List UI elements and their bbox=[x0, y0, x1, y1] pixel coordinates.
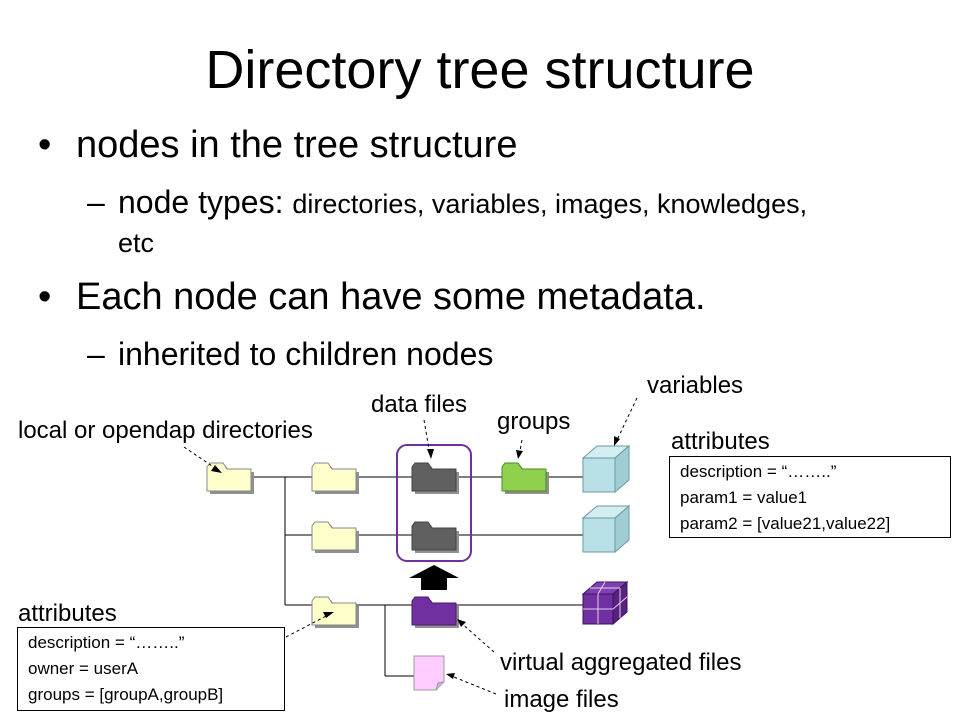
folder-icon bbox=[311, 521, 359, 553]
folder-icon bbox=[311, 462, 359, 494]
attribute-box-variable: description = “……..” param1 = value1 par… bbox=[669, 456, 951, 538]
label-attributes-left: attributes bbox=[18, 600, 117, 627]
label-groups: groups bbox=[497, 408, 571, 435]
attribute-line: description = “……..” bbox=[680, 462, 837, 481]
label-virtual-files: virtual aggregated files bbox=[500, 649, 742, 676]
bullet-dot: • bbox=[38, 124, 52, 166]
attribute-line: param2 = [value21,value22] bbox=[680, 514, 891, 533]
cube-icon bbox=[581, 580, 629, 626]
node-types-prefix: node types: bbox=[118, 184, 293, 220]
attribute-line: groups = [groupA,groupB] bbox=[28, 685, 224, 704]
inherited-text: inherited to children nodes bbox=[118, 336, 494, 372]
attribute-line: param1 = value1 bbox=[680, 488, 808, 507]
bullet-2-text: Each node can have some metadata. bbox=[76, 276, 706, 318]
up-arrow-icon bbox=[409, 565, 459, 590]
folder-icon bbox=[411, 462, 459, 494]
bullet-1-text: nodes in the tree structure bbox=[76, 124, 518, 166]
folder-icon bbox=[411, 521, 459, 553]
node-types-list: directories, variables, images, knowledg… bbox=[292, 189, 808, 219]
label-attributes-right: attributes bbox=[671, 428, 770, 455]
pointer-arrowheads bbox=[211, 436, 620, 679]
label-image-files: image files bbox=[504, 686, 619, 713]
cube-icon bbox=[581, 504, 631, 554]
folder-icon bbox=[311, 596, 359, 628]
cube-icon bbox=[581, 444, 631, 494]
label-variables: variables bbox=[647, 372, 744, 399]
node-types-continued: etc bbox=[118, 228, 155, 258]
folder-icon bbox=[501, 462, 549, 494]
attribute-line: description = “……..” bbox=[28, 633, 185, 652]
label-local-directories: local or opendap directories bbox=[18, 417, 313, 444]
attribute-box-directory: description = “……..” owner = userA group… bbox=[17, 627, 285, 711]
sub-dash: – bbox=[87, 184, 105, 220]
bullet-dot: • bbox=[38, 276, 52, 318]
folder-icon bbox=[411, 596, 459, 628]
label-data-files: data files bbox=[371, 391, 468, 418]
image-file-icon bbox=[413, 655, 445, 691]
sub-dash: – bbox=[87, 336, 105, 372]
attribute-line: owner = userA bbox=[28, 659, 139, 678]
slide-title: Directory tree structure bbox=[205, 40, 755, 100]
data-files-outline bbox=[396, 444, 472, 562]
